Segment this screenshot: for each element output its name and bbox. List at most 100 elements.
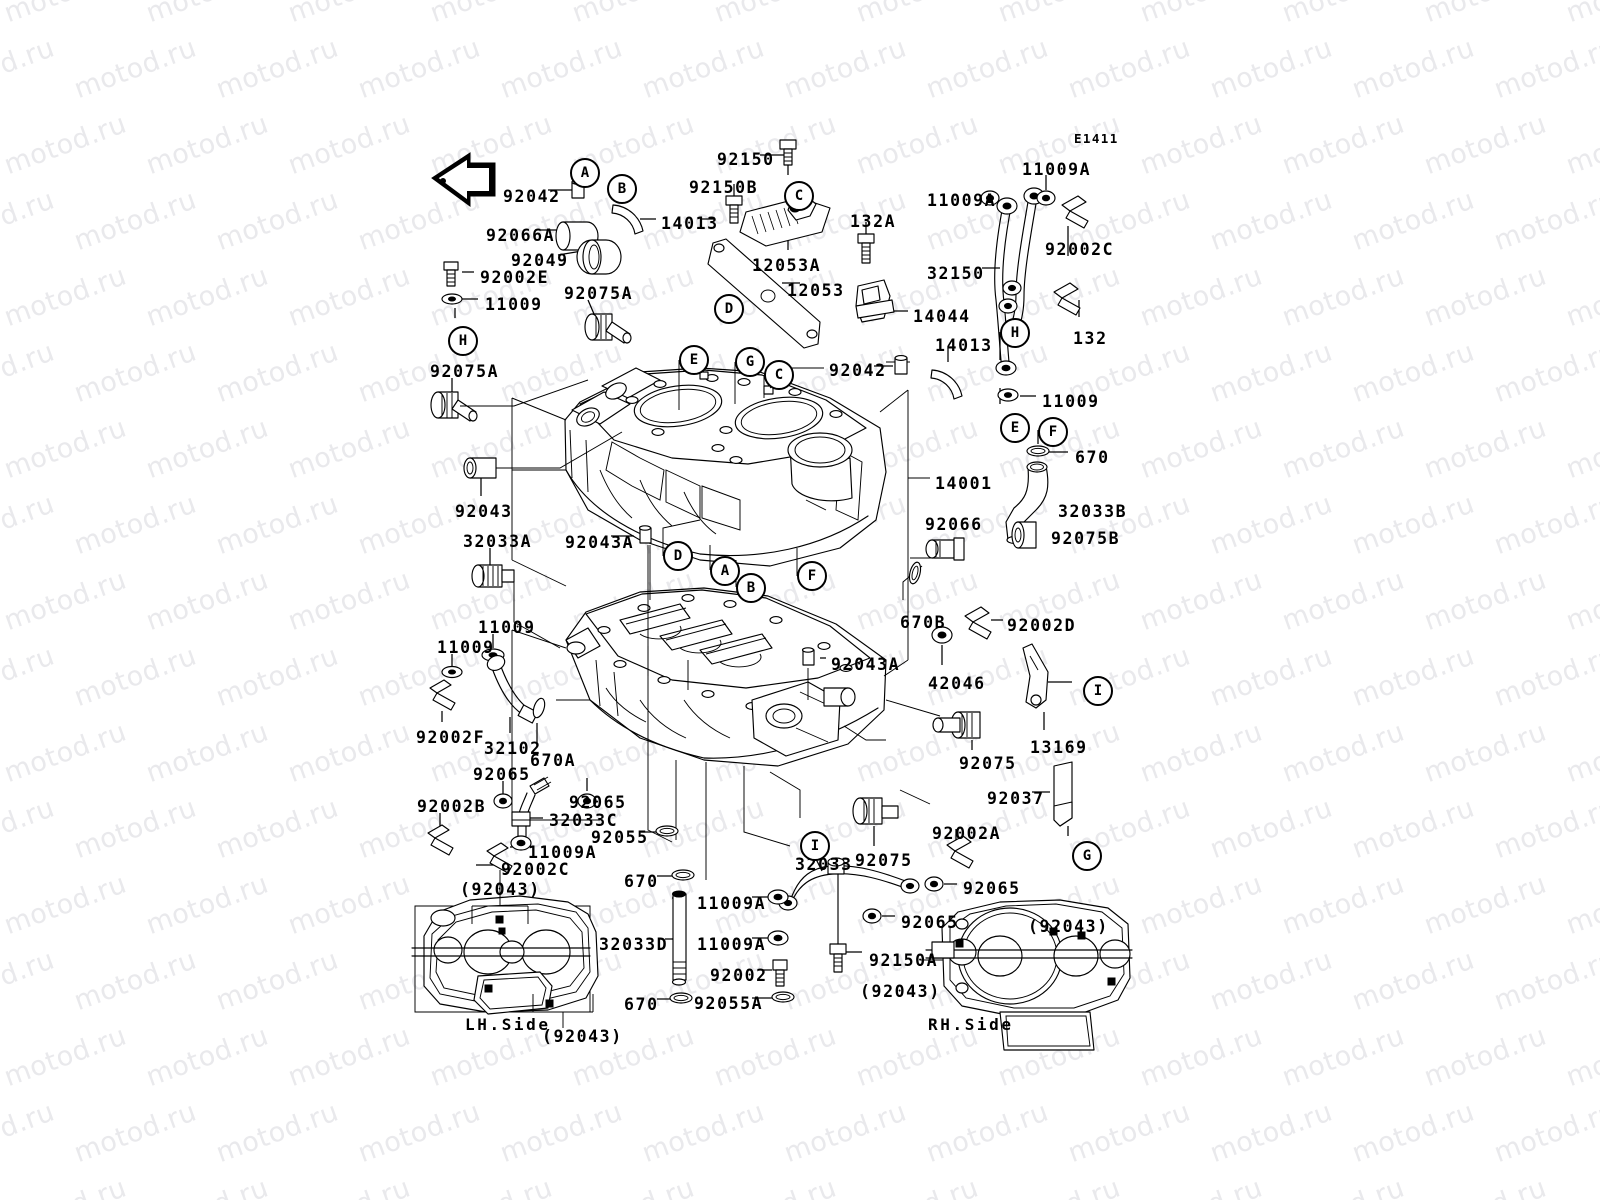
part-number-label: 11009 (1042, 392, 1100, 411)
part-number-label: 11009A (1022, 160, 1092, 179)
part-11009A-washer-1 (980, 190, 1000, 206)
part-number-label: 32102 (484, 739, 542, 758)
part-number-label: 32033B (1058, 502, 1128, 521)
part-14013-bearing-b (611, 204, 644, 235)
part-number-label: 92075B (1051, 529, 1121, 548)
part-number-label: 11009 (437, 638, 495, 657)
drawing-code: E1411 (1074, 131, 1119, 146)
reference-marker-i: I (1083, 676, 1113, 706)
part-number-label: 92066 (925, 515, 983, 534)
part-number-label: 92043A (565, 533, 635, 552)
reference-marker-d: D (714, 294, 744, 324)
part-14013-bearing-2 (930, 369, 963, 400)
part-number-label: 670 (1075, 448, 1110, 467)
part-number-label: 32033A (463, 532, 533, 551)
part-32033A-fitting (471, 564, 515, 588)
view-label-rh-side: RH.Side (928, 1015, 1014, 1034)
part-number-label: 32033 (795, 855, 853, 874)
reference-marker-h: H (1000, 318, 1030, 348)
part-11009A-washer-2 (1036, 190, 1056, 206)
part-number-label: 132 (1073, 329, 1108, 348)
part-number-label: 92150A (869, 951, 939, 970)
part-number-label: 92037 (987, 789, 1045, 808)
part-number-label: 670A (530, 751, 577, 770)
reference-marker-c: C (784, 181, 814, 211)
part-number-label: 11009A (697, 894, 767, 913)
part-11009-washer-3 (441, 665, 463, 679)
part-number-label: 14001 (935, 474, 993, 493)
part-92065-washer-2 (924, 876, 957, 892)
part-number-label: 92002B (417, 797, 487, 816)
reference-marker-h: H (448, 326, 478, 356)
part-92002-bolt (772, 959, 788, 987)
part-670-oring-2 (671, 869, 695, 881)
part-number-label: 11009A (528, 843, 598, 862)
part-number-label: 92066A (486, 226, 556, 245)
part-11009-washer-4 (997, 388, 1019, 402)
view-label-lh-side: LH.Side (465, 1015, 551, 1034)
part-92075A-damper-2 (430, 391, 478, 422)
part-number-label: (92043) (1028, 917, 1109, 936)
reference-marker-a: A (570, 158, 600, 188)
part-number-label: (92043) (860, 982, 941, 1001)
part-92049-seal (576, 239, 622, 275)
part-92065-washer-3 (862, 908, 895, 924)
part-132A-bolt (857, 233, 875, 264)
part-32033C-pipe (510, 776, 552, 851)
part-92065-washer-4 (577, 778, 597, 809)
reference-marker-b: B (607, 174, 637, 204)
part-number-label: 11009A (927, 191, 997, 210)
reference-marker-i: I (800, 831, 830, 861)
part-92075A-damper-1 (584, 313, 632, 344)
part-92002C-bolt-2 (1061, 195, 1089, 229)
part-92002B-bolt (427, 824, 454, 856)
part-number-label: 14013 (935, 336, 993, 355)
part-number-label: 92042 (503, 187, 561, 206)
part-132-bolt (1053, 282, 1081, 316)
part-92002F-bolt (429, 679, 456, 711)
part-92150B-bolt (725, 195, 743, 224)
part-32033D-pipe (671, 890, 687, 986)
part-number-label: 32033C (549, 811, 619, 830)
part-92042-dowel-2 (894, 355, 908, 375)
part-number-label: 32150 (927, 264, 985, 283)
part-number-label: 12053 (787, 281, 845, 300)
part-number-label: 14044 (913, 307, 971, 326)
part-92055A-oring (771, 991, 795, 1003)
part-number-label: (92043) (542, 1027, 623, 1046)
part-92075-damper-2 (852, 797, 899, 846)
view-lh-side-cover (411, 882, 599, 1028)
part-number-label: 92150 (717, 150, 775, 169)
part-92150-bolt (779, 139, 797, 166)
part-11009A-washer-3 (752, 889, 789, 905)
part-number-label: 670 (624, 995, 659, 1014)
reference-marker-e: E (679, 345, 709, 375)
part-92043A-dowel-1 (611, 525, 652, 544)
reference-marker-g: G (735, 347, 765, 377)
part-12053A-guide (739, 195, 831, 247)
part-number-label: 12053A (752, 256, 822, 275)
part-number-label: 11009 (485, 295, 543, 314)
reference-marker-a: A (710, 556, 740, 586)
part-670-oring-3 (669, 992, 693, 1004)
part-number-label: 670 (624, 872, 659, 891)
part-number-label: 92043 (455, 502, 513, 521)
part-lower-crankcase (565, 587, 887, 767)
part-number-label: 92075A (564, 284, 634, 303)
part-number-label: 670B (900, 613, 947, 632)
part-92055-oring (655, 825, 679, 837)
part-92066-plug (925, 537, 965, 561)
part-14044-bracket (855, 279, 895, 323)
part-number-label: 132A (850, 212, 897, 231)
part-number-label: 92055A (694, 994, 764, 1013)
reference-marker-d: D (663, 541, 693, 571)
part-92075B-damper (1011, 521, 1037, 549)
reference-marker-g: G (1072, 841, 1102, 871)
part-number-label: 92065 (901, 913, 959, 932)
part-92037-plate (1032, 761, 1073, 836)
part-670-oring-1 (1026, 445, 1050, 457)
reference-marker-e: E (1000, 413, 1030, 443)
part-92065-washer-1 (493, 793, 513, 809)
part-92075-damper-1 (932, 711, 981, 750)
